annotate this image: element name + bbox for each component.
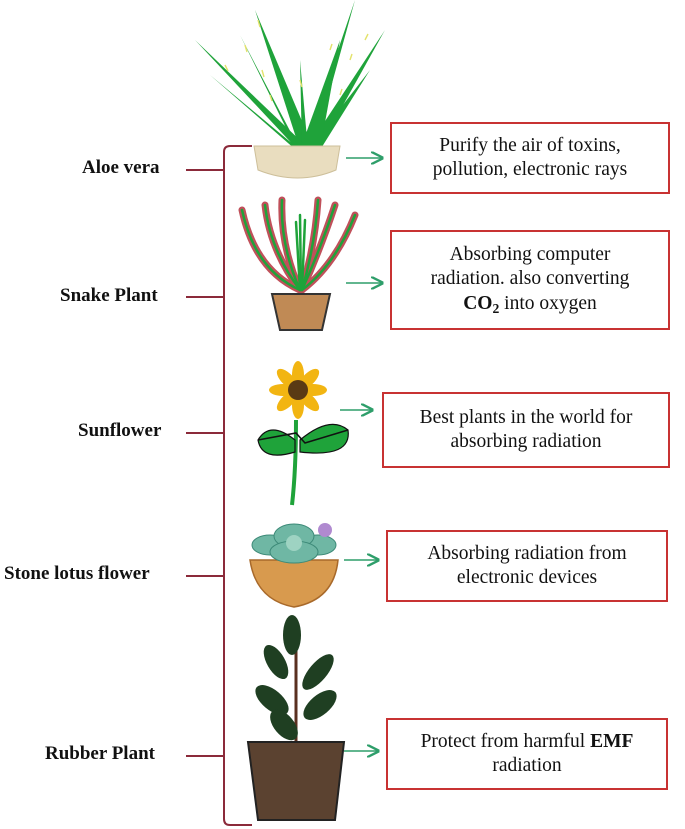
benefit-box-rubber-plant: Protect from harmful EMF radiation: [386, 718, 668, 790]
label-snake-plant: Snake Plant: [60, 285, 158, 306]
benefit-line: radiation: [492, 755, 562, 776]
rubber-plant-icon: [246, 615, 346, 821]
snake-plant-icon: [238, 196, 359, 331]
stone-lotus-icon: [249, 523, 339, 608]
benefit-box-snake-plant: Absorbing computer radiation. also conve…: [390, 230, 670, 330]
benefit-line: Absorbing radiation from: [427, 542, 627, 564]
label-stone-lotus: Stone lotus flower: [4, 563, 150, 584]
aloe-vera-icon: [195, 0, 385, 179]
benefit-box-sunflower: Best plants in the world for absorbing r…: [382, 392, 670, 468]
benefit-line: CO2 into oxygen: [431, 292, 630, 317]
benefit-line-pre: Protect from harmful: [420, 730, 591, 752]
benefit-line: Protect from harmful EMF: [421, 730, 634, 754]
co2-subscript: 2: [492, 300, 500, 316]
benefit-line: Best plants in the world for: [419, 406, 633, 428]
sunflower-icon: [257, 361, 349, 506]
benefit-line: electronic devices: [456, 567, 598, 588]
benefit-line: pollution, electronic rays: [432, 159, 628, 180]
label-aloe-vera: Aloe vera: [82, 157, 160, 178]
benefit-line: radiation. also converting: [430, 268, 630, 290]
benefit-line: Purify the air of toxins,: [439, 134, 621, 156]
benefit-box-stone-lotus: Absorbing radiation from electronic devi…: [386, 530, 668, 602]
benefit-box-aloe-vera: Purify the air of toxins, pollution, ele…: [390, 122, 670, 194]
label-rubber-plant: Rubber Plant: [45, 743, 155, 764]
co2-text: CO: [463, 292, 493, 314]
benefit-line: absorbing radiation: [450, 431, 602, 452]
label-sunflower: Sunflower: [78, 420, 162, 441]
bracket: [186, 145, 252, 826]
benefit-line: Absorbing computer: [449, 244, 611, 266]
benefit-line-rest: into oxygen: [499, 292, 597, 314]
emf-text: EMF: [590, 730, 634, 752]
